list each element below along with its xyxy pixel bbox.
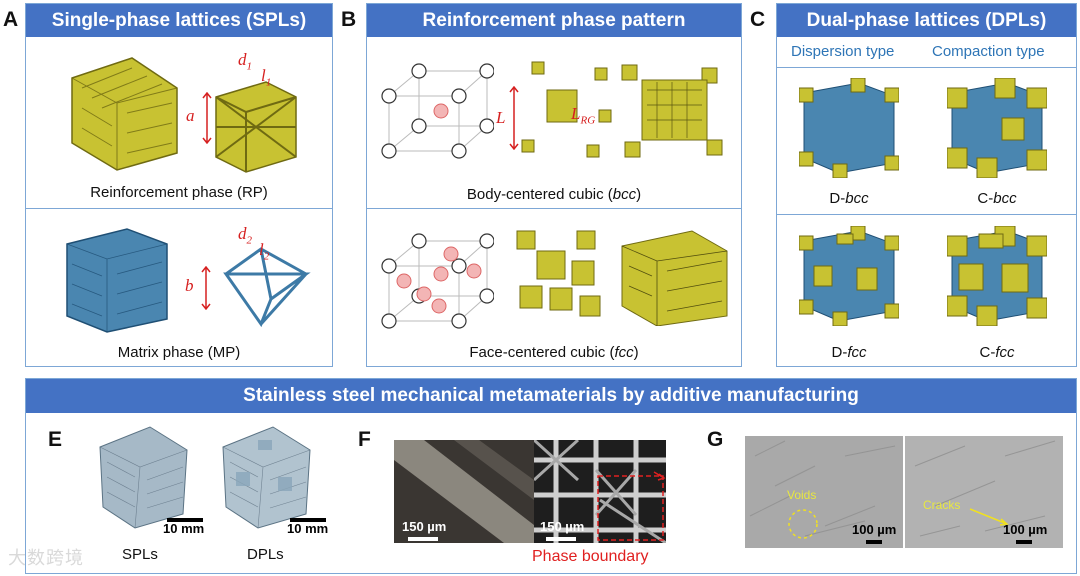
c-bcc-image — [947, 78, 1047, 178]
d-bcc-image — [799, 78, 899, 178]
mp-caption: Matrix phase (MP) — [117, 344, 241, 361]
panel-a: Single-phase lattices (SPLs) a d1 l1 Rei… — [25, 3, 333, 367]
dispersion-type-label: Dispersion type — [791, 43, 895, 60]
dpls-caption: DPLs — [247, 546, 284, 563]
e-scale-bar-2 — [290, 518, 326, 522]
label-d1: d1 — [238, 50, 252, 73]
fcc-schematic-image — [381, 233, 494, 329]
fcc-caption: Face-centered cubic (fcc) — [469, 344, 639, 361]
panel-letter-a: A — [3, 8, 19, 31]
fcc-dpl-image — [621, 230, 728, 326]
g-scale-bar-2 — [1016, 540, 1032, 544]
label-d2: d2 — [238, 224, 252, 247]
compaction-type-label: Compaction type — [932, 43, 1045, 60]
panel-letter-g: G — [707, 428, 724, 451]
rp-lattice-cube-image — [71, 57, 178, 171]
label-l2: l2 — [259, 240, 270, 263]
panel-b-divider — [367, 208, 741, 209]
d-fcc-caption: D-fcc — [831, 344, 867, 361]
panel-letter-c: C — [750, 8, 766, 31]
bcc-caption: Body-centered cubic (bcc) — [466, 186, 642, 203]
panel-c: Dual-phase lattices (DPLs) Dispersion ty… — [776, 3, 1077, 367]
g-scale-label-2: 100 µm — [1003, 522, 1048, 537]
label-LRG: LRG — [571, 104, 596, 127]
panel-letter-b: B — [341, 8, 357, 31]
label-b: b — [185, 276, 194, 295]
panel-letter-f: F — [358, 428, 371, 451]
f-scale-bar-2 — [546, 537, 576, 541]
c-fcc-caption: C-fcc — [979, 344, 1015, 361]
panel-c-divider — [777, 214, 1076, 215]
d-fcc-image — [799, 226, 899, 326]
f-micrograph-1 — [394, 440, 534, 543]
rp-a-dimension-arrow — [202, 92, 212, 144]
f-scale-label-1: 150 µm — [402, 519, 447, 534]
c-bcc-caption: C-bcc — [977, 190, 1017, 207]
panel-c-header: Dual-phase lattices (DPLs) — [777, 4, 1076, 37]
panel-a-header: Single-phase lattices (SPLs) — [26, 4, 332, 37]
panel-a-divider — [26, 208, 332, 209]
g-scale-bar-1 — [866, 540, 882, 544]
label-l1: l1 — [261, 66, 272, 89]
cracks-label: Cracks — [923, 498, 961, 512]
d-bcc-caption: D-bcc — [829, 190, 869, 207]
e-scale-label-2: 10 mm — [287, 521, 329, 536]
watermark-logo: 大数跨境 — [8, 548, 84, 568]
spls-caption: SPLs — [122, 546, 158, 563]
phase-boundary-label: Phase boundary — [532, 548, 649, 565]
label-a: a — [186, 106, 195, 125]
fcc-rp-pattern-image — [516, 230, 601, 317]
label-L: L — [496, 108, 506, 127]
panel-b: Reinforcement phase pattern L LRG Body-c — [366, 3, 742, 367]
mp-b-dimension-arrow — [201, 266, 211, 310]
mp-unit-cell-image — [223, 247, 311, 328]
f-micrograph-2 — [534, 440, 666, 543]
spl-sample-image — [99, 426, 188, 529]
bcc-dpl-image — [621, 64, 723, 158]
e-scale-label-1: 10 mm — [163, 521, 205, 536]
panel-c-subheader-divider — [777, 67, 1076, 68]
rp-caption: Reinforcement phase (RP) — [90, 184, 268, 201]
panel-b-header: Reinforcement phase pattern — [367, 4, 741, 37]
rp-unit-cell-image — [215, 81, 297, 173]
voids-label: Voids — [787, 488, 817, 502]
bcc-schematic-image — [381, 63, 494, 159]
bcc-L-dimension-arrow — [509, 86, 519, 150]
panel-letter-e: E — [48, 428, 63, 451]
bcc-rp-pattern-image — [521, 61, 612, 158]
c-fcc-image — [947, 226, 1047, 326]
bottom-header: Stainless steel mechanical metamaterials… — [26, 379, 1076, 413]
g-scale-label-1: 100 µm — [852, 522, 897, 537]
f-scale-label-2: 150 µm — [540, 519, 585, 534]
g-micrograph — [745, 436, 1063, 548]
e-scale-bar-1 — [167, 518, 203, 522]
mp-lattice-cube-image — [66, 228, 168, 333]
f-scale-bar-1 — [408, 537, 438, 541]
dpl-sample-image — [222, 426, 311, 529]
